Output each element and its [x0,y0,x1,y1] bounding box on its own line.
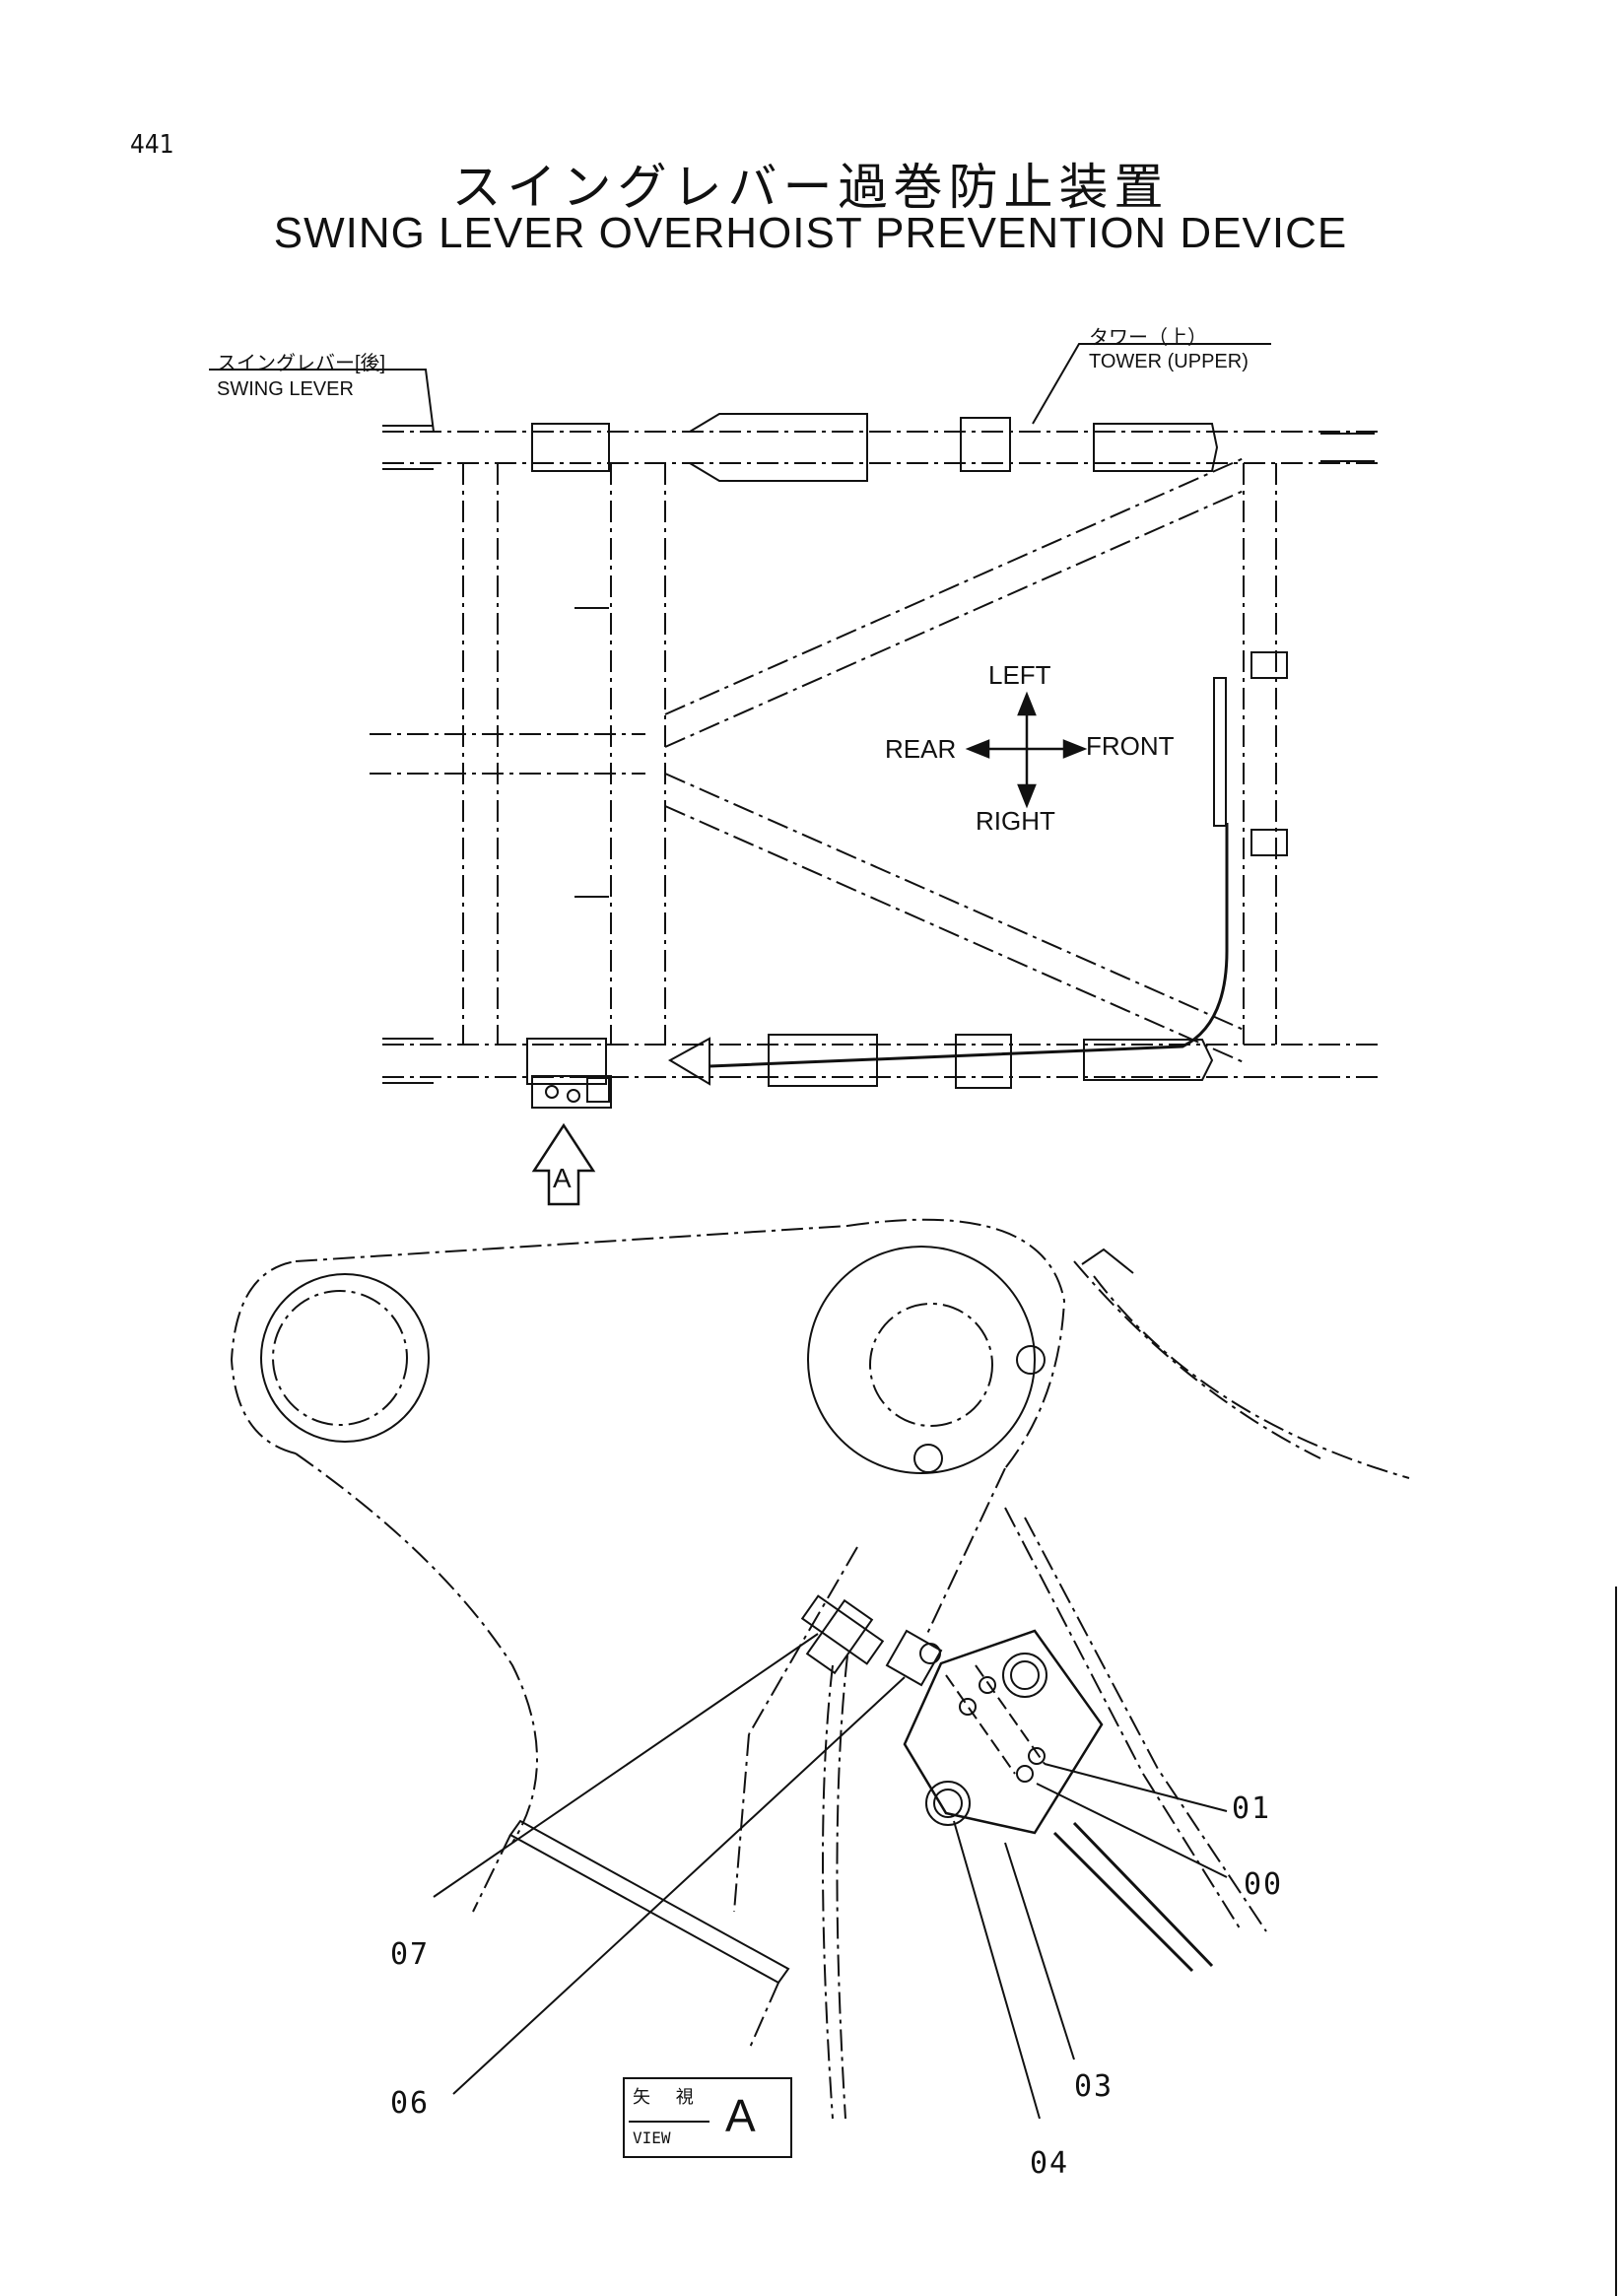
title-japanese: スイングレバー過巻防止装置 [451,159,1170,216]
part-number-01: 01 [1232,1791,1272,1826]
direction-compass [965,691,1088,809]
title-english: SWING LEVER OVERHOIST PREVENTION DEVICE [273,209,1348,257]
part-number-04: 04 [1030,2146,1070,2181]
part-number-07: 07 [390,1937,431,1972]
part-number-00: 00 [1244,1867,1284,1902]
part-number-06: 06 [390,2086,431,2121]
compass-right-label: RIGHT [976,806,1055,836]
compass-front-label: FRONT [1086,731,1175,761]
swing-lever-label-jp: スイングレバー[後] [217,353,386,374]
tower-label-jp: タワー（上） [1089,327,1207,349]
view-label-en: VIEW [633,2128,671,2147]
view-arrow-label: A [553,1163,572,1193]
detail-view [230,1218,1617,2296]
tower-label-en: TOWER (UPPER) [1089,351,1249,372]
view-label-divider [629,2121,709,2123]
swing-lever-label-en: SWING LEVER [217,378,354,400]
compass-left-label: LEFT [988,660,1051,690]
view-a-label-box: 矢 視 VIEW A [623,2077,792,2158]
part-number-03: 03 [1074,2069,1114,2104]
top-view-frame [209,343,1380,1206]
compass-rear-label: REAR [885,734,957,764]
view-label-jp: 矢 視 [633,2087,704,2108]
page-number: 441 [130,130,174,160]
view-label-letter: A [725,2090,756,2141]
